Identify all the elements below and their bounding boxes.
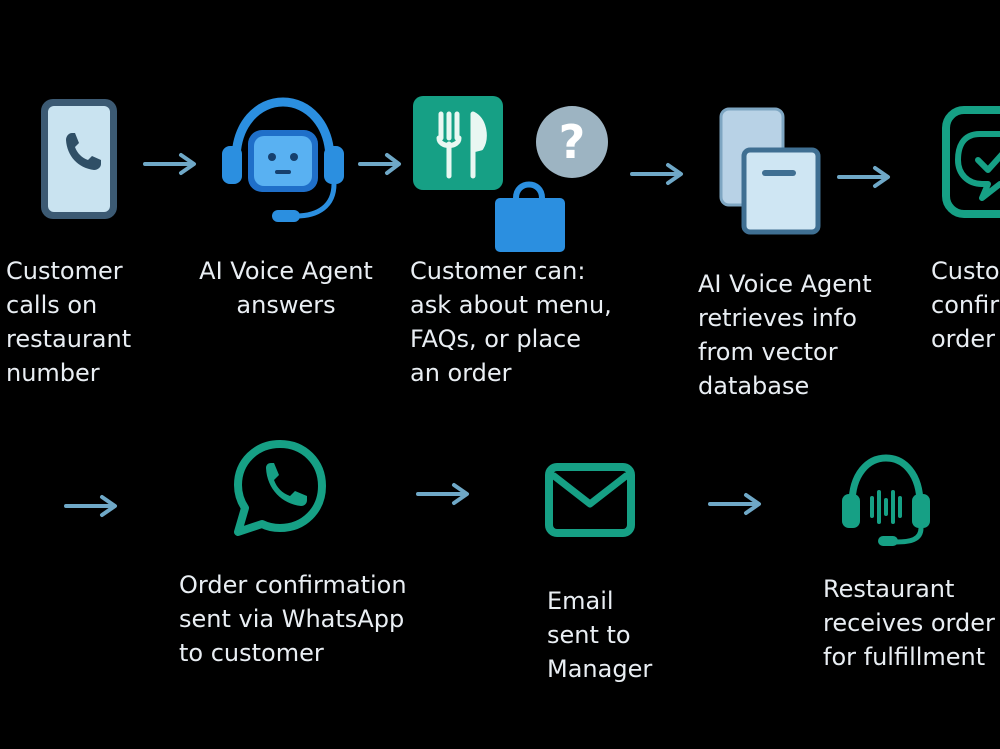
step-whatsapp-confirmation: Order confirmation sent via WhatsApp to …	[170, 420, 430, 680]
whatsapp-icon	[232, 438, 328, 538]
envelope-icon	[544, 462, 636, 538]
step-label-line: AI Voice Agent	[698, 270, 872, 298]
step-label-line: from vector	[698, 338, 838, 366]
step-customer-options: ? Customer can: ask about menu, FAQs, or…	[405, 0, 630, 400]
step-label-line: receives order	[823, 609, 995, 637]
step-label-line: sent via WhatsApp	[179, 605, 405, 633]
robot-headset-icon	[218, 94, 348, 226]
step-label-line: Customer	[6, 257, 123, 285]
step-customer-confirms: Custo confir order	[920, 0, 1000, 400]
step-email-manager: Email sent to Manager	[520, 440, 680, 700]
arrow-right-icon	[837, 165, 893, 189]
step-ai-agent-answers: AI Voice Agent answers	[190, 0, 390, 400]
step-label-line: restaurant	[6, 325, 132, 353]
arrow-right-icon	[630, 162, 686, 186]
arrow-right-icon	[143, 152, 199, 176]
documents-icon	[718, 106, 822, 236]
svg-text:?: ?	[559, 115, 586, 169]
chat-check-icon	[942, 106, 1000, 218]
step-customer-calls: Customer calls on restaurant number	[0, 0, 150, 400]
step-label-line: calls on	[6, 291, 98, 319]
step-label-line: for fulfillment	[823, 643, 986, 671]
step-label-line: an order	[410, 359, 512, 387]
step-label-line: AI Voice Agent	[199, 257, 373, 285]
step-label-line: Manager	[547, 655, 653, 683]
step-label-line: FAQs, or place	[410, 325, 581, 353]
step-label-line: number	[6, 359, 100, 387]
step-label-line: Restaurant	[823, 575, 955, 603]
step-label-line: confir	[931, 291, 1000, 319]
step-label-line: answers	[236, 291, 336, 319]
step-label-line: Order confirmation	[179, 571, 407, 599]
headset-icon	[838, 448, 934, 548]
step-label-line: database	[698, 372, 810, 400]
step-restaurant-receives: Restaurant receives order for fulfillmen…	[800, 440, 1000, 700]
arrow-right-icon	[708, 492, 764, 516]
arrow-right-icon	[358, 152, 404, 176]
step-label-line: retrieves info	[698, 304, 857, 332]
step-label-line: to customer	[179, 639, 324, 667]
step-label-line: Customer can:	[410, 257, 586, 285]
step-label-line: ask about menu,	[410, 291, 612, 319]
step-retrieve-info: AI Voice Agent retrieves info from vecto…	[690, 0, 880, 410]
step-label-line: sent to	[547, 621, 631, 649]
arrow-right-icon	[416, 482, 472, 506]
step-label-line: Custo	[931, 257, 1000, 285]
step-label-line: Email	[547, 587, 614, 615]
menu-faq-order-icon: ?	[411, 94, 611, 254]
step-label-line: order	[931, 325, 995, 353]
phone-icon	[38, 96, 120, 222]
arrow-right-icon	[64, 494, 120, 518]
